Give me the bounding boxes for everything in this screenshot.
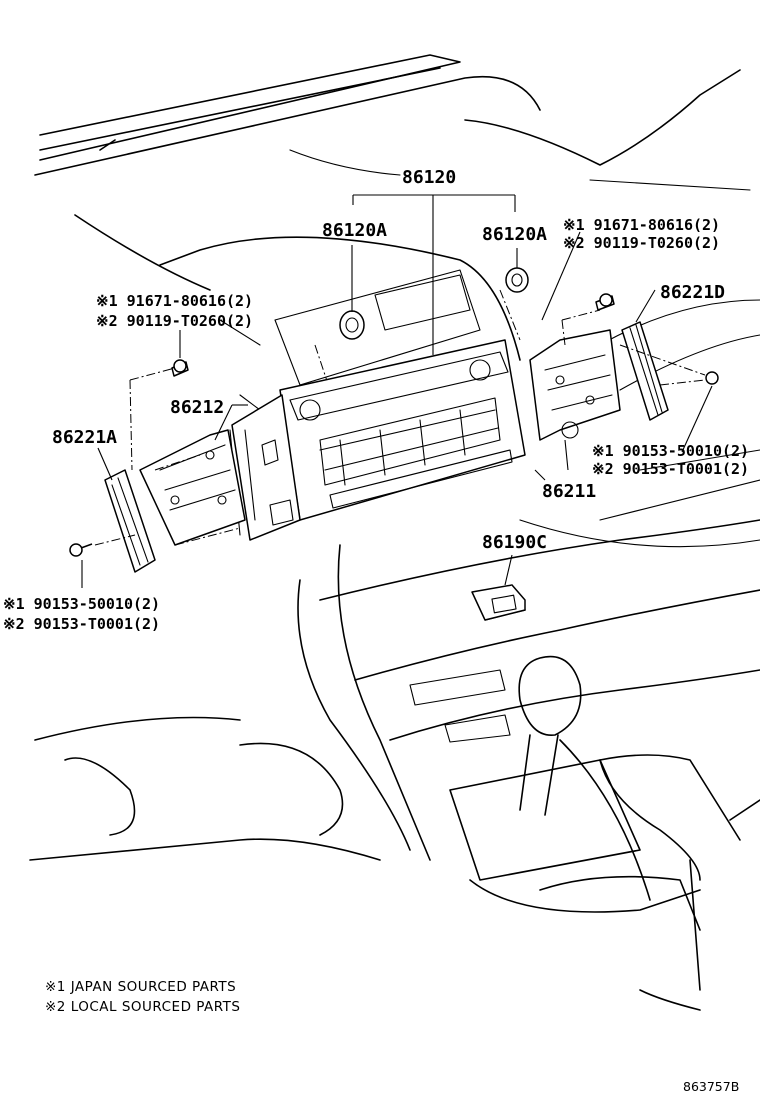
knob-left <box>339 310 365 340</box>
label-86212: 86212 <box>170 397 224 418</box>
fastener-mid-right-local: ※2 90153-T0001(2) <box>592 460 749 478</box>
screw-right-lower <box>705 371 719 385</box>
screw-left-lower <box>69 543 93 557</box>
screw-right-upper <box>595 293 615 311</box>
screw-left-upper <box>171 359 189 377</box>
bracket-right <box>529 329 621 441</box>
label-86211: 86211 <box>542 481 596 502</box>
diagram-code: 863757B <box>683 1079 739 1094</box>
fastener-top-left-local: ※2 90119-T0260(2) <box>96 312 253 330</box>
label-86120: 86120 <box>402 167 456 188</box>
fastener-mid-right-japan: ※1 90153-50010(2) <box>592 442 749 460</box>
dashboard-outline <box>29 54 760 1011</box>
label-86221A: 86221A <box>52 427 117 448</box>
fastener-bottom-left-japan: ※1 90153-50010(2) <box>3 595 160 613</box>
side-panel-right <box>621 321 669 421</box>
bracket-left <box>139 429 246 546</box>
fastener-top-right-local: ※2 90119-T0260(2) <box>563 234 720 252</box>
fastener-bottom-left-local: ※2 90153-T0001(2) <box>3 615 160 633</box>
side-panel-left <box>104 469 156 573</box>
note-local-sourced: ※2 LOCAL SOURCED PARTS <box>45 999 241 1015</box>
fastener-top-left-japan: ※1 91671-80616(2) <box>96 292 253 310</box>
note-japan-sourced: ※1 JAPAN SOURCED PARTS <box>45 979 236 995</box>
knob-right <box>505 267 529 293</box>
label-86120A-right: 86120A <box>482 224 547 245</box>
label-86221D: 86221D <box>660 282 725 303</box>
label-86190C: 86190C <box>482 532 547 553</box>
label-86120A-left: 86120A <box>322 220 387 241</box>
radio-receiver-assembly <box>229 269 526 541</box>
leader-lines <box>81 194 713 588</box>
fastener-top-right-japan: ※1 91671-80616(2) <box>563 216 720 234</box>
